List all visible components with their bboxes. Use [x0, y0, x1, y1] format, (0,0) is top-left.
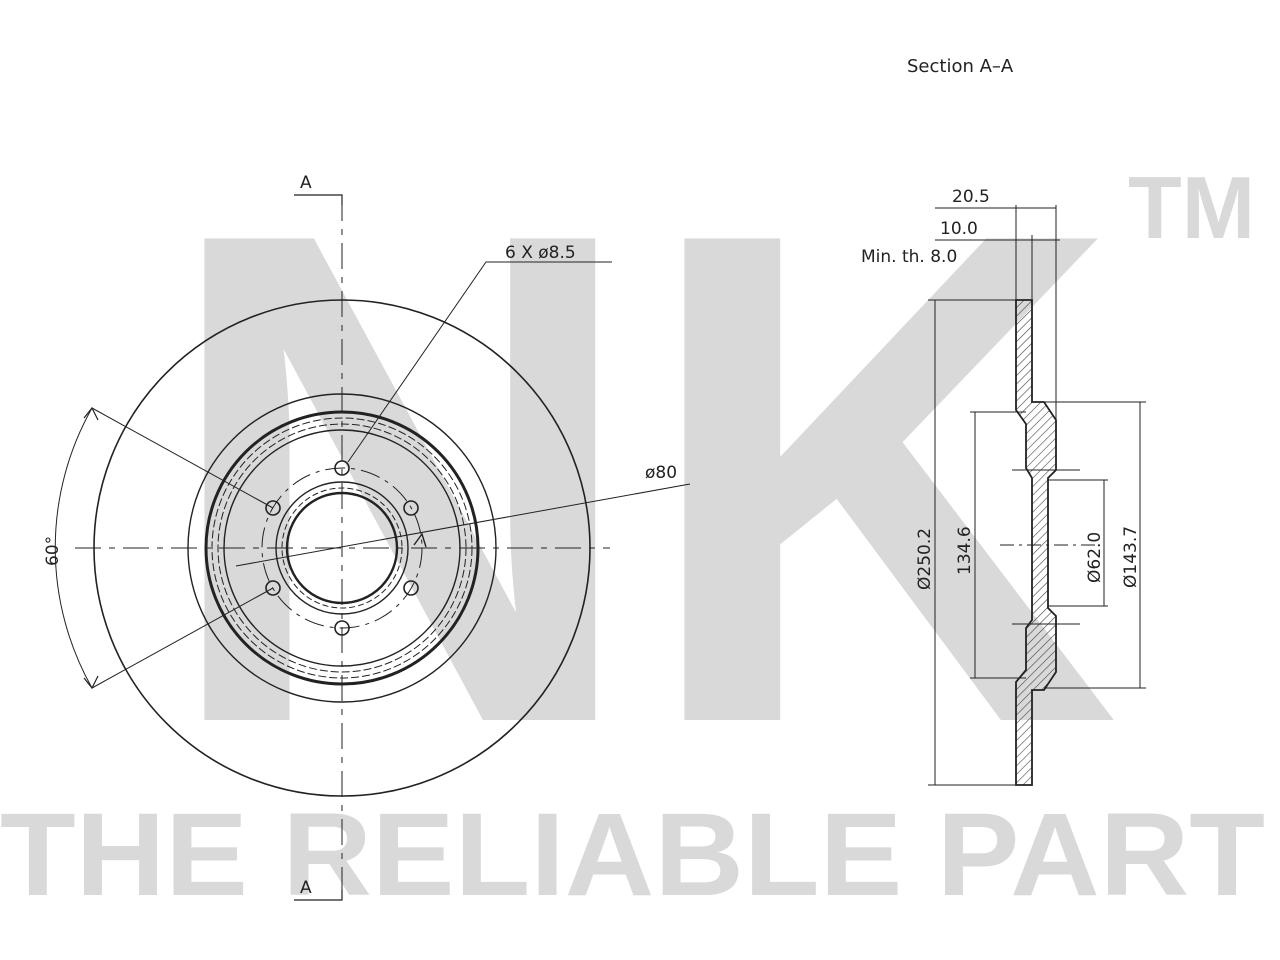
pcd-leader — [235, 483, 691, 567]
centre-bore-label: Ø62.0 — [1085, 532, 1105, 583]
section-title: Section A–A — [907, 56, 1014, 77]
angle-ray-upper — [91, 407, 274, 509]
bolt-holes-label: 6 X ø8.5 — [505, 243, 576, 263]
angle-arrow-bottom — [83, 675, 99, 690]
nk-logo-watermark: NK TM — [160, 87, 1255, 869]
angle-label: 60° — [43, 536, 63, 566]
angle-arrow-top — [83, 406, 99, 421]
hub-height-label: 134.6 — [955, 526, 975, 575]
section-marker-bottom-label: A — [300, 878, 312, 898]
section-marker-bottom — [294, 890, 343, 901]
hub-diameter-label: Ø143.7 — [1121, 526, 1141, 588]
bolt-hole — [403, 580, 419, 596]
pcd-arrow — [413, 532, 427, 548]
bolt-hole — [265, 500, 281, 516]
thickness-total-label: 20.5 — [952, 187, 990, 207]
min-thickness-label: Min. th. 8.0 — [861, 247, 957, 267]
angle-ray-lower — [91, 587, 274, 689]
nk-logo-text: NK — [160, 87, 1120, 869]
disc-front-view — [54, 194, 691, 901]
bolt-hole — [403, 500, 419, 516]
tagline-watermark: THE RELIABLE PART — [0, 789, 1265, 921]
angle-arc — [54, 407, 93, 689]
pcd-label: ø80 — [645, 463, 677, 483]
trademark-text: TM — [1128, 158, 1255, 257]
thickness-disc-label: 10.0 — [940, 219, 978, 239]
section-marker-top — [294, 194, 343, 205]
disc-section-view — [928, 205, 1146, 786]
section-marker-top-label: A — [300, 173, 312, 193]
bolt-hole-leader — [347, 261, 612, 463]
bolt-hole — [334, 460, 350, 476]
section-profile — [1015, 299, 1057, 786]
outer-diameter-label: Ø250.2 — [915, 528, 935, 590]
bolt-hole — [265, 580, 281, 596]
